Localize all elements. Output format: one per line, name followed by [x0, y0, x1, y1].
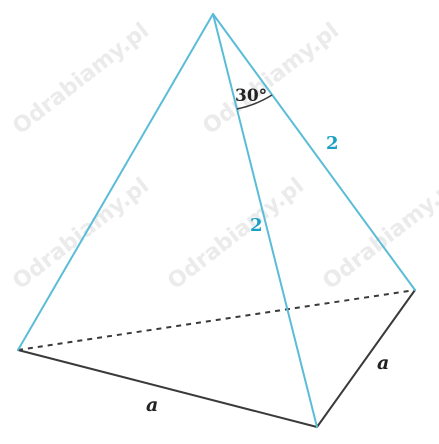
- apex-angle-label: 30°: [235, 86, 267, 106]
- base-edge-right: [316, 289, 416, 428]
- lateral-edge-label-right: 2: [326, 133, 339, 154]
- lateral-edge-front: [212, 13, 318, 428]
- hidden-base-edge: [17, 289, 416, 351]
- lateral-edge-right: [212, 13, 416, 291]
- base-edge-front: [17, 349, 318, 428]
- svg-text:Odrabiamy.pl: Odrabiamy.pl: [8, 18, 154, 139]
- base-edge-label-right: a: [377, 352, 389, 374]
- base-edge-label-front: a: [146, 394, 158, 416]
- lateral-edge-label-front: 2: [250, 215, 263, 236]
- svg-text:Odrabiamy.pl: Odrabiamy.pl: [318, 173, 439, 294]
- svg-text:Odrabiamy.pl: Odrabiamy.pl: [8, 173, 154, 294]
- apex-angle-arc: [236, 94, 273, 110]
- lateral-edge-left: [17, 13, 214, 351]
- svg-text:Odrabiamy.pl: Odrabiamy.pl: [198, 18, 344, 139]
- svg-text:Odrabiamy.pl: Odrabiamy.pl: [163, 173, 309, 294]
